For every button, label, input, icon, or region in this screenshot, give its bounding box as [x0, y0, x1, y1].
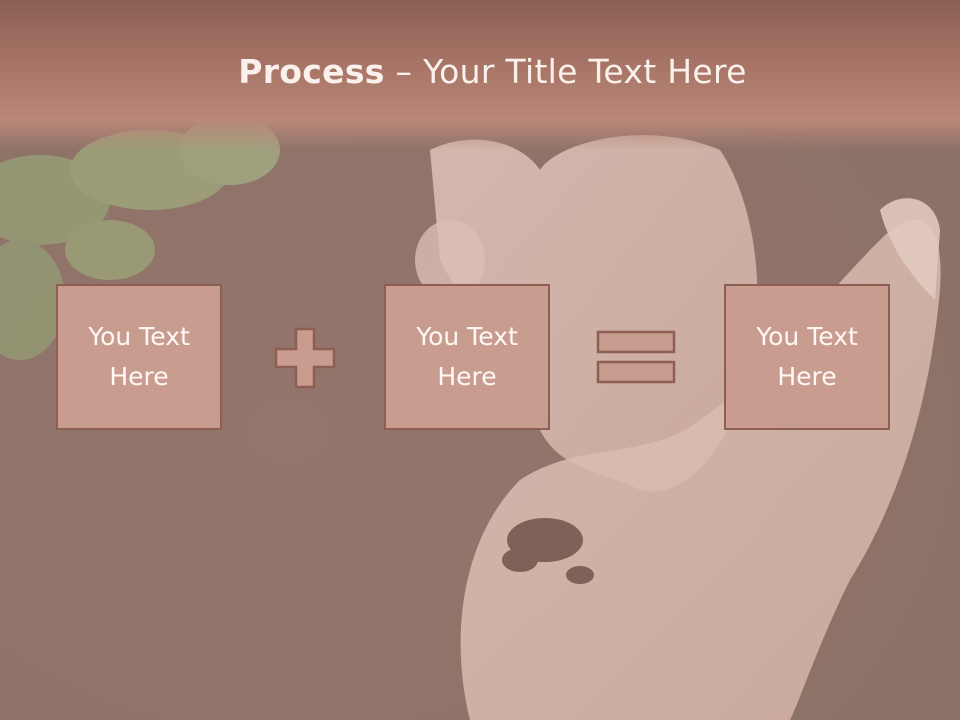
text-box-3-label: You Text Here: [756, 322, 858, 391]
soil-crumbs: [502, 518, 594, 584]
upper-hand: [415, 135, 758, 492]
slide-title: Process – Your Title Text Here: [0, 52, 960, 91]
text-box-1[interactable]: You Text Here: [56, 284, 222, 430]
text-box-2[interactable]: You Text Here: [384, 284, 550, 430]
leaves: [0, 115, 280, 360]
plus-icon: [274, 327, 336, 389]
title-rest: – Your Title Text Here: [384, 52, 747, 91]
text-box-3[interactable]: You Text Here: [724, 284, 890, 430]
text-box-1-label: You Text Here: [88, 322, 190, 391]
title-bold: Process: [238, 52, 385, 91]
text-box-2-label: You Text Here: [416, 322, 518, 391]
title-band: [0, 0, 960, 150]
equals-icon: [596, 330, 676, 384]
